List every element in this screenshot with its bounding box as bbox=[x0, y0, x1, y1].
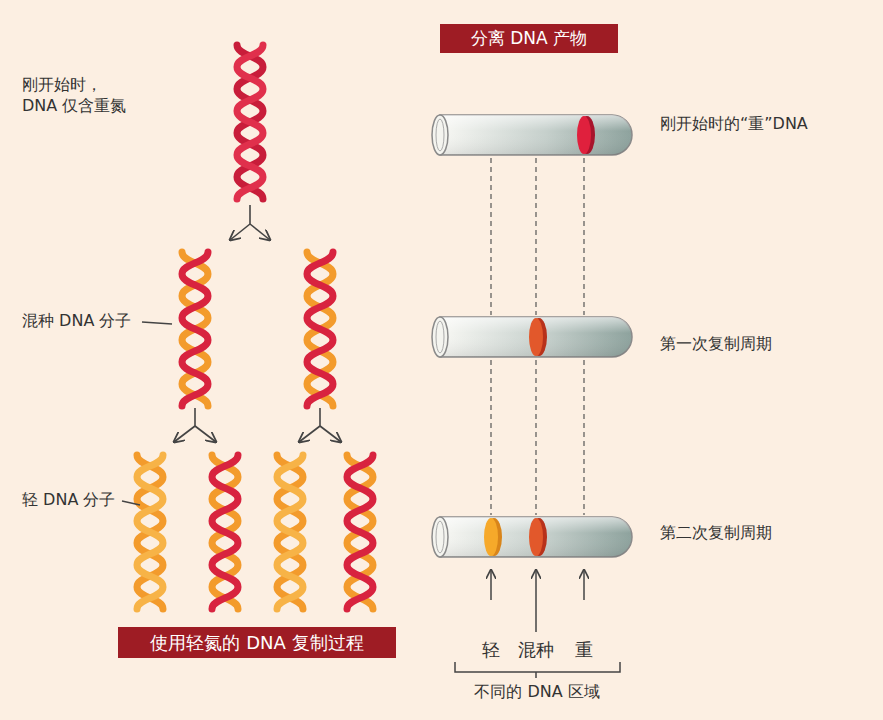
bracket-label: 不同的 DNA 区域 bbox=[474, 682, 599, 703]
test-tube bbox=[432, 517, 632, 557]
region-label: 混种 bbox=[518, 638, 554, 661]
light-dna-helix bbox=[137, 455, 163, 609]
test-tube bbox=[432, 115, 632, 155]
title-banner: 分离 DNA 产物 bbox=[440, 24, 618, 53]
hybrid-dna-helix bbox=[182, 252, 208, 406]
hybrid-dna-helix bbox=[212, 455, 238, 609]
region-label: 重 bbox=[575, 638, 593, 661]
annotation: 轻 DNA 分子 bbox=[22, 490, 115, 511]
bracket bbox=[455, 662, 620, 678]
heavy-dna-helix bbox=[237, 45, 263, 199]
branch-arrows bbox=[174, 205, 341, 442]
tube-label: 刚开始时的“重”DNA bbox=[660, 114, 808, 135]
dashed-guides bbox=[491, 158, 584, 515]
tube-label: 第一次复制周期 bbox=[660, 334, 772, 355]
region-arrows bbox=[491, 570, 584, 632]
annotation: 刚开始时， DNA 仅含重氮 bbox=[22, 75, 134, 117]
banner-text: 分离 DNA 产物 bbox=[471, 27, 587, 50]
leader-lines bbox=[122, 322, 172, 505]
region-label: 轻 bbox=[482, 638, 500, 661]
annotation: 混种 DNA 分子 bbox=[22, 311, 131, 332]
light-dna-helix bbox=[277, 455, 303, 609]
test-tube bbox=[432, 317, 632, 357]
hybrid-dna-helix bbox=[347, 455, 373, 609]
banner-text: 使用轻氮的 DNA 复制过程 bbox=[150, 631, 363, 655]
tube-label: 第二次复制周期 bbox=[660, 523, 772, 544]
hybrid-dna-helix bbox=[307, 252, 333, 406]
title-banner: 使用轻氮的 DNA 复制过程 bbox=[118, 627, 396, 658]
